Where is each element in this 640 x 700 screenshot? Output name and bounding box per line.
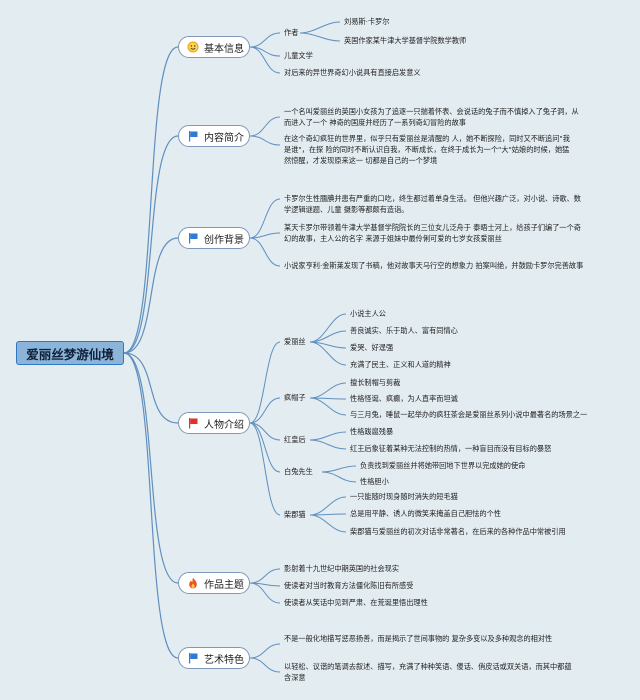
branch-label: 基本信息 [204,43,244,55]
blue-flag-icon [189,131,198,142]
topic-theme-3[interactable]: 使读者从笑话中见到严肃、在荒诞里悟出理性 [284,598,428,607]
connector-line [299,21,341,34]
fire-icon [189,577,197,589]
trait[interactable]: 小说主人公 [350,309,386,318]
blue-flag-icon [189,233,198,244]
trait[interactable]: 一只能随时现身随时消失的短毛猫 [350,492,458,501]
trait[interactable]: 性格胆小 [360,477,389,486]
trait[interactable]: 性格怪诞、疯癫，为人直率而坦诚 [350,394,458,403]
trait[interactable]: 擅长制帽与剪裁 [350,378,401,387]
branch-label: 人物介绍 [204,419,244,431]
topic-background-1[interactable]: 卡罗尔生性腼腆并患有严重的口吃，终生都过着单身生活。 但他兴趣广泛，对小说、诗歌… [284,194,581,214]
topic-genre[interactable]: 儿童文学 [284,51,313,60]
connector-line [309,514,347,533]
connector-line [309,496,347,516]
blue-flag-icon [189,653,198,664]
topic-author-desc[interactable]: 英国作家某牛津大学基督学院数学教师 [344,36,467,45]
connector-line [309,341,347,366]
connector-line [123,352,179,424]
connector-line [321,471,357,483]
connector-line [249,198,281,239]
connector-line [309,439,347,450]
connector-line [249,422,281,473]
topic-art-2[interactable]: 以轻松、议谐的笔调去叙述、描写，充满了种种笑语、傻话、俏皮话或双关语，而其中都蕴… [284,662,572,682]
connector-line [249,568,281,584]
trait[interactable]: 性格跋扈残暴 [350,427,394,436]
smiley-icon [187,41,199,53]
connector-line [123,352,179,659]
connector-line [249,643,281,659]
character-rabbit[interactable]: 白兔先生 [284,467,313,476]
branch-theme[interactable]: 作品主题 [178,572,250,594]
topic-theme-2[interactable]: 使读者对当时教育方法僵化陈旧有所感受 [284,581,414,590]
connector-line [299,32,341,42]
branch-summary[interactable]: 内容简介 [178,125,250,147]
connector-line [309,313,347,343]
topic-summary-1[interactable]: 一个名叫爱丽丝的英国小女孩为了追逐一只揣着怀表、会说话的兔子而不慎掉入了兔子洞，… [284,107,579,127]
trait[interactable]: 与三月兔，睡鼠一起举办的疯狂茶会是爱丽丝系列小说中最著名的场景之一 [350,410,588,419]
red-flag-icon [189,418,198,429]
character-alice[interactable]: 爱丽丝 [284,337,306,346]
connector-line [309,382,347,399]
character-cat[interactable]: 柴郡猫 [284,510,306,519]
trait[interactable]: 红王后象征着某种无法控制的热情，一种盲目而没有目标的暴怒 [350,444,552,453]
branch-label: 内容简介 [204,132,244,144]
branch-characters[interactable]: 人物介绍 [178,412,250,434]
connector-line [249,116,281,137]
connector-line [249,422,281,516]
trait[interactable]: 爱哭、好逞强 [350,343,394,352]
connector-line [249,657,281,673]
root-node[interactable]: 爱丽丝梦游仙境 [16,341,124,365]
connector-line [309,431,347,441]
connector-line [123,46,179,354]
topic-background-3[interactable]: 小说家亨利·金斯莱发现了书稿，他对故事天马行空的想象力 拍案叫绝，并鼓励卡罗尔完… [284,261,584,270]
topic-author[interactable]: 作者 [284,28,299,37]
branch-basic-info[interactable]: 基本信息 [178,36,250,58]
connector-line [249,46,281,74]
trait[interactable]: 充满了民主、正义和人道的精神 [350,360,451,369]
topic-art-1[interactable]: 不是一般化地描写惩恶扬善，而是揭示了世间事物的 复杂多变以及多种观念的相对性 [284,634,553,643]
connector-line [249,135,281,146]
connector-line [123,135,179,354]
character-queen[interactable]: 红皇后 [284,435,306,444]
branch-label: 艺术特色 [204,654,244,666]
topic-author-name[interactable]: 刘易斯·卡罗尔 [344,17,390,26]
trait[interactable]: 柴郡猫与爱丽丝的初次对话非常著名，在后来的各种作品中常被引用 [350,527,566,536]
connector-line [123,352,179,584]
topic-theme-1[interactable]: 影射着十九世纪中期英国的社会现实 [284,564,400,573]
connector-line [123,237,179,354]
character-hatter[interactable]: 疯帽子 [284,393,306,402]
branch-art[interactable]: 艺术特色 [178,647,250,669]
topic-background-2[interactable]: 某天卡罗尔带领着牛津大学基督学院院长的三位女儿泛舟于 泰晤士河上，给孩子们编了一… [284,223,581,243]
trait[interactable]: 善良诚实、乐于助人、富有同情心 [350,326,458,335]
connector-line [249,582,281,604]
branch-background[interactable]: 创作背景 [178,227,250,249]
trait[interactable]: 总是用平静、诱人的微笑来掩盖自己胆怯的个性 [350,509,501,518]
connector-line [309,397,347,416]
connector-line [249,397,281,424]
branch-label: 作品主题 [204,579,244,591]
topic-summary-2[interactable]: 在这个奇幻疯狂的世界里，似乎只有爱丽丝是清醒的 人，她不断探险，同时又不断追问"… [284,134,570,165]
connector-line [249,237,281,267]
trait[interactable]: 负责找到爱丽丝并将她带回地下世界以完成她的使命 [360,461,526,470]
connector-line [249,341,281,424]
topic-influence[interactable]: 对后来的异世界奇幻小说具有直接启发意义 [284,68,421,77]
connector-line [321,465,357,473]
branch-label: 创作背景 [204,234,244,246]
connector-line [249,32,281,48]
connector-line [249,232,281,239]
